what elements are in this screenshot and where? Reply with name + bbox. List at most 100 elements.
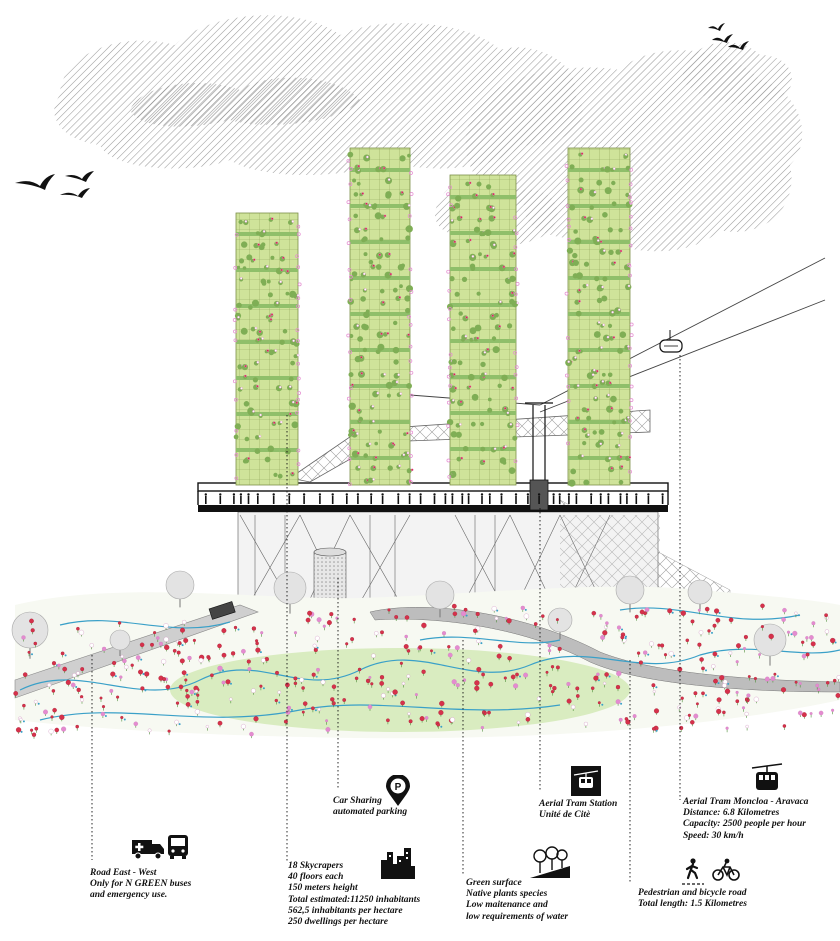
ground-flower (286, 705, 292, 711)
ground-flower (780, 687, 787, 693)
blue-flower (144, 689, 147, 692)
balcony-plant (265, 315, 270, 319)
falling-petal (513, 459, 518, 464)
balcony-flower (492, 192, 495, 196)
balcony-plant (385, 381, 393, 389)
falling-petal (515, 282, 520, 286)
balcony-plant (385, 191, 392, 198)
balcony-plant (457, 360, 463, 366)
balcony-flower (279, 280, 283, 284)
balcony-plant (237, 364, 243, 370)
blue-flower (465, 614, 468, 617)
ground-flower (454, 645, 460, 651)
ground-flower (116, 695, 120, 699)
person-silhouette (219, 496, 222, 504)
falling-petal (566, 384, 571, 389)
ground-flower (474, 685, 480, 691)
ground-flower (331, 701, 336, 706)
ground-flower (597, 701, 601, 705)
ground-flower (180, 627, 185, 633)
balcony-plant (353, 213, 359, 219)
bird-icon (708, 23, 725, 31)
ground-flower (51, 689, 56, 693)
balcony-flower (389, 272, 393, 276)
ground-flower (657, 643, 661, 647)
balcony-flower (486, 348, 490, 351)
balcony-plant (607, 323, 613, 328)
ground-flower (632, 714, 637, 719)
balcony-flower (356, 324, 360, 327)
tree-canopy (109, 629, 131, 651)
ground-flower (698, 630, 704, 635)
balcony-plant (246, 254, 253, 261)
balcony-plant (461, 276, 468, 282)
ground-flower (643, 650, 648, 655)
blue-flower (597, 679, 600, 682)
ground-flower (57, 663, 61, 668)
ground-flower (217, 643, 222, 649)
balcony-flower (244, 220, 248, 223)
balcony-plant (476, 291, 481, 296)
balcony-flower (595, 383, 599, 387)
ground-flower (714, 608, 720, 614)
ground-flower (831, 708, 835, 712)
falling-petal (234, 476, 239, 481)
ground-flower (475, 611, 480, 617)
balcony-plant (612, 420, 617, 425)
balcony-flower (476, 336, 480, 340)
balcony-flower (619, 455, 623, 459)
balcony-flower (398, 464, 401, 468)
falling-petal (409, 454, 413, 458)
balcony-flower (596, 239, 600, 242)
balcony-plant (492, 346, 500, 354)
blue-flower (480, 642, 483, 645)
person-head (480, 493, 484, 496)
ground-flower (728, 651, 733, 655)
falling-petal (296, 339, 300, 343)
falling-petal (408, 480, 413, 484)
balcony-plant (243, 401, 250, 407)
ground-flower (591, 610, 597, 616)
ground-flower (314, 635, 320, 641)
balcony-plant (284, 448, 291, 455)
balcony-plant (357, 336, 363, 342)
annotation-line: Car Sharing (333, 796, 382, 806)
balcony-plant (254, 448, 261, 455)
ground-flower (746, 693, 751, 698)
falling-petal (409, 192, 414, 196)
blue-flower (64, 654, 67, 657)
falling-petal (628, 243, 633, 248)
pedestrian-annotation: Pedestrian and bicycle road Total length… (638, 888, 747, 910)
balcony-plant (470, 266, 476, 271)
ground-flower (684, 715, 690, 721)
balcony-plant (486, 204, 493, 212)
falling-petal (408, 267, 413, 272)
person-head (635, 493, 638, 496)
ground-flower (663, 653, 668, 657)
ground-flower (370, 682, 374, 686)
falling-petal (567, 224, 571, 229)
balcony-plant (570, 468, 577, 475)
blue-flower (716, 655, 719, 657)
balcony-flower (471, 255, 475, 258)
ground-flower (101, 646, 107, 652)
falling-petal (627, 346, 632, 351)
clouds (54, 15, 803, 252)
balcony-flower (378, 253, 382, 256)
balcony-flower (578, 349, 581, 353)
tower-flowers (232, 151, 634, 487)
ground-flower (419, 716, 425, 722)
ground-flower (504, 616, 508, 620)
ground-flower (725, 726, 729, 730)
balcony-flower (574, 356, 577, 359)
ground-flower (516, 720, 521, 725)
annotation-line: Native plants species (466, 889, 548, 900)
balcony-flower (352, 428, 355, 432)
balcony-plant (594, 276, 600, 282)
ground-flower (109, 688, 114, 693)
balcony-plant (586, 415, 592, 421)
balcony-flower (484, 372, 487, 376)
ground-flower (716, 708, 722, 714)
balcony-plant (279, 255, 286, 262)
